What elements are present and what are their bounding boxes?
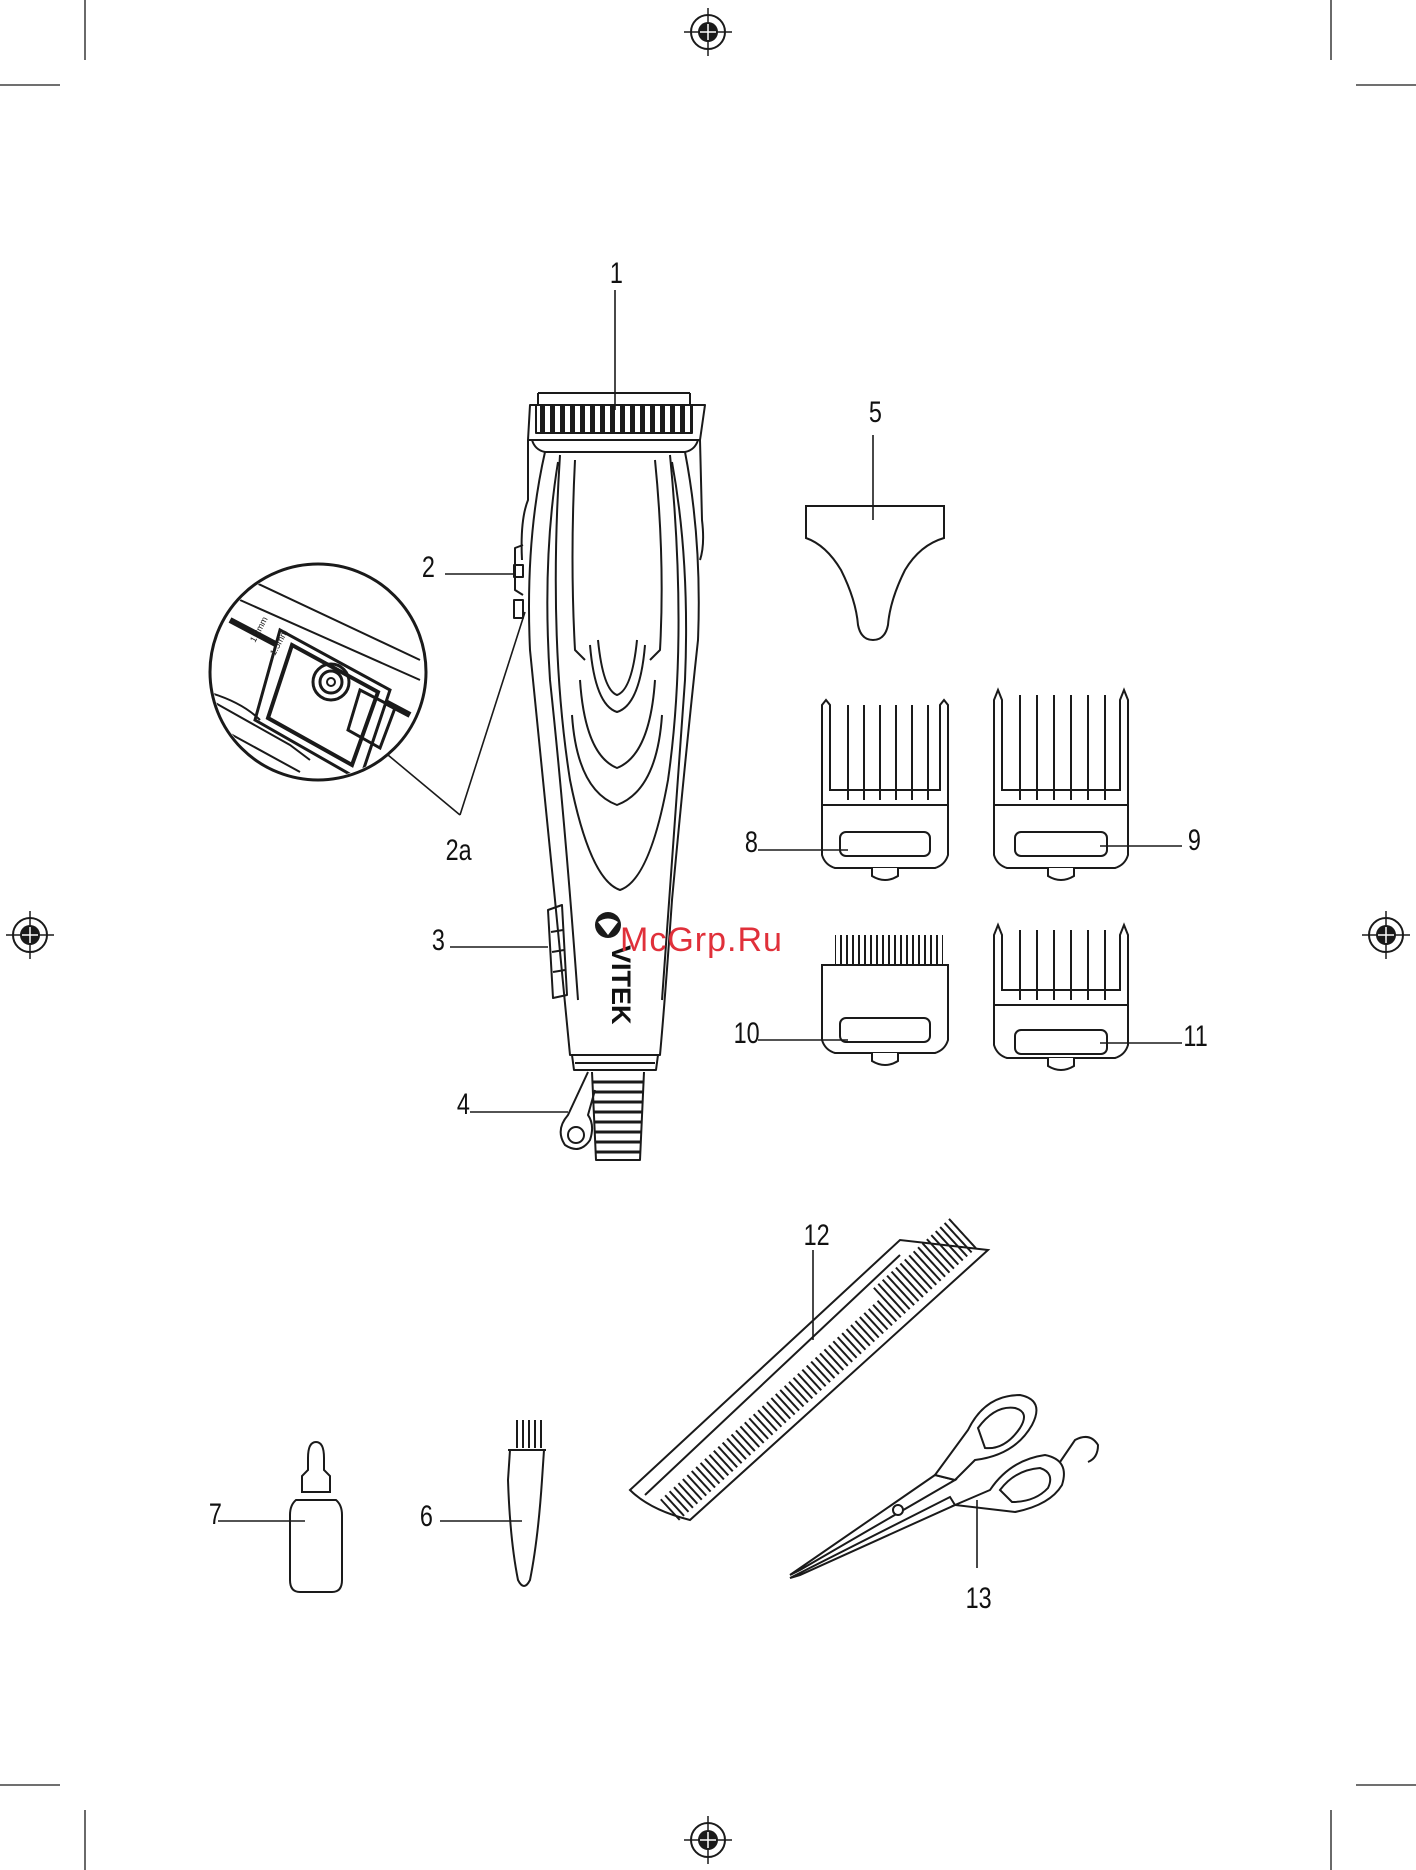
registration-mark-bottom <box>684 1816 732 1864</box>
label-13: 13 <box>966 1581 992 1614</box>
comb-attachment-8 <box>822 700 948 880</box>
comb-attachment-10 <box>822 935 948 1065</box>
label-6: 6 <box>420 1499 433 1532</box>
trimmer-comb-5 <box>806 506 944 640</box>
label-7: 7 <box>209 1497 222 1530</box>
registration-mark-right <box>1362 911 1410 959</box>
label-11: 11 <box>1183 1019 1207 1052</box>
scissors-13 <box>790 1395 1098 1578</box>
label-2a: 2a <box>446 833 472 866</box>
label-12: 12 <box>804 1218 830 1251</box>
hair-clipper-illustration <box>514 393 705 1160</box>
comb-attachment-11 <box>994 925 1128 1070</box>
label-10: 10 <box>734 1016 760 1049</box>
watermark-text: McGrp.Ru <box>620 921 783 959</box>
registration-mark-top <box>684 8 732 56</box>
cleaning-brush-6 <box>508 1420 546 1586</box>
label-8: 8 <box>745 825 758 858</box>
length-adjust-detail-inset: 1.2mm 1.5mm <box>200 564 426 780</box>
comb-attachment-9 <box>994 690 1128 880</box>
label-9: 9 <box>1188 823 1201 856</box>
label-2: 2 <box>422 550 435 583</box>
label-4: 4 <box>457 1087 470 1120</box>
registration-mark-left <box>6 911 54 959</box>
clipper-blade <box>536 405 692 433</box>
label-1: 1 <box>610 256 623 289</box>
label-5: 5 <box>869 395 882 428</box>
oil-bottle-7 <box>290 1442 342 1592</box>
styling-comb-teeth <box>652 1218 978 1521</box>
label-3: 3 <box>432 923 445 956</box>
